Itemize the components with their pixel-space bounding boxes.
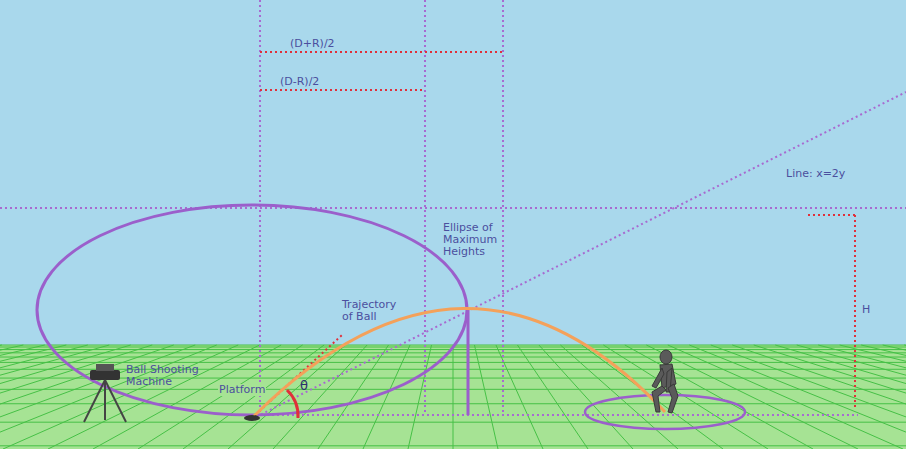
angle-arc <box>287 390 298 418</box>
annotation-label: θ <box>300 380 308 392</box>
grid-line <box>689 345 906 449</box>
guide-lines <box>0 0 906 419</box>
grid-line <box>0 345 217 449</box>
annotation-label: Trajectory of Ball <box>342 299 398 323</box>
grid-line <box>0 345 66 449</box>
annotation-label: (D+R)/2 <box>290 38 335 50</box>
grid-line <box>183 345 324 449</box>
grid-line <box>775 345 906 449</box>
grid-line <box>818 345 906 449</box>
ball-shooting-machine <box>84 364 126 422</box>
annotation-label: (D-R)/2 <box>280 76 319 88</box>
annotation-label: Line: x=2y <box>786 168 845 180</box>
grid-line <box>474 345 498 449</box>
player-figure <box>652 350 678 413</box>
platform <box>244 415 260 421</box>
annotation-label: Ellipse of Maximum Heights <box>443 222 511 258</box>
annotation-label: Platform <box>218 384 266 396</box>
ellipse-of-max-heights <box>37 205 467 415</box>
grid-line <box>318 345 389 449</box>
grid-line <box>861 345 906 449</box>
grid-line <box>0 345 195 449</box>
grid-line <box>883 345 906 449</box>
grid-line <box>904 345 906 449</box>
ball-trajectory <box>252 308 665 418</box>
annotation-label: H <box>862 304 870 316</box>
grid-line <box>453 345 454 449</box>
grid-line <box>0 345 88 449</box>
grid-line <box>797 345 906 449</box>
grid-line <box>840 345 906 449</box>
grid-line <box>408 345 432 449</box>
height-line <box>467 310 470 415</box>
grid-line <box>48 345 260 449</box>
grid-line <box>138 345 303 449</box>
dimension-lines <box>252 52 855 418</box>
annotation-label: Ball Shooting Machine <box>126 364 210 388</box>
